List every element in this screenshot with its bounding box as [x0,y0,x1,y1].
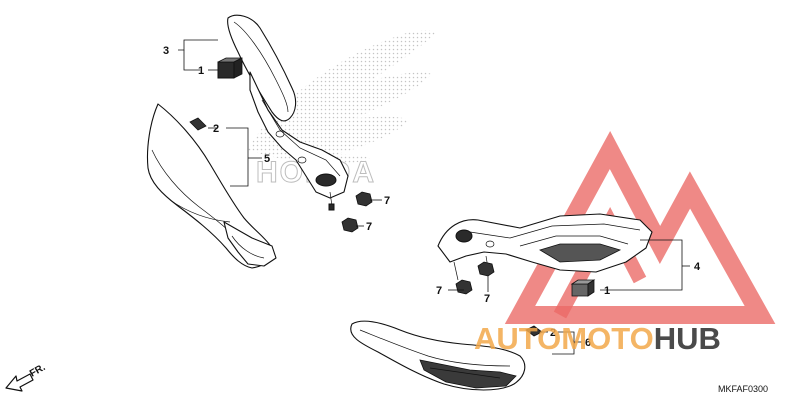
callout-leaders [178,39,690,355]
part-left-shield [146,103,277,269]
part-nut-7-d [477,261,495,277]
callout-1-upper: 1 [198,65,204,77]
front-direction-label: FR. [28,362,48,380]
callout-6: 6 [585,337,591,349]
callout-3: 3 [163,45,169,57]
part-nut-7-a [355,191,373,207]
part-right-garnish [437,213,653,281]
callout-7-a: 7 [384,195,390,207]
part-nut-7-c [455,279,473,295]
callout-5: 5 [264,153,270,165]
part-upper-garnish [227,14,349,211]
part-small-pad-2-upper [189,117,207,131]
callout-7-d: 7 [484,293,490,305]
logo-text-hub: HUB [654,321,721,356]
part-lower-shield [350,320,526,391]
callout-7-c: 7 [436,285,442,297]
callout-1-right: 1 [604,285,610,297]
part-small-pad-1-upper [217,57,243,79]
logo-text-moto: MOTO [561,321,653,356]
part-nut-7-b [341,217,359,233]
automotohub-text-logo: AUTOMOTOHUB [474,321,721,356]
callout-4: 4 [694,261,701,273]
callout-2-upper: 2 [213,123,219,135]
callout-2-lower: 2 [550,327,556,339]
part-small-pad-1-right [570,279,596,297]
callout-7-b: 7 [366,221,372,233]
front-direction-arrow: FR. [5,362,48,392]
diagram-code: MKFAF0300 [718,384,768,394]
logo-text-auto: AUTO [474,321,561,356]
svg-text:AUTOMOTOHUB: AUTOMOTOHUB [474,321,721,356]
